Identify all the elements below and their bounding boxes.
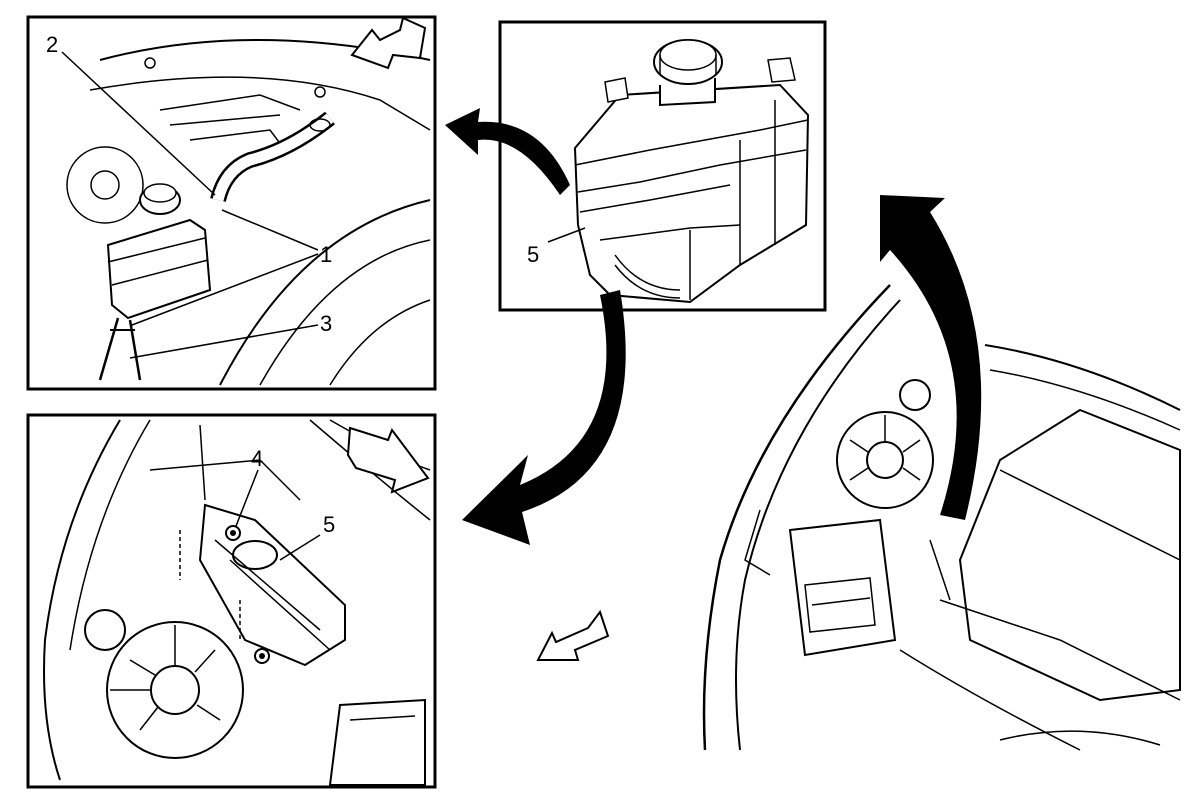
- direction-arrow-icon: [350, 16, 427, 70]
- curved-flow-arrow-icon: [880, 195, 982, 520]
- direction-arrow-icon: [346, 426, 430, 494]
- callout-2: 2: [46, 32, 58, 57]
- callout-5-top: 5: [527, 242, 539, 267]
- curved-flow-arrow-icon: [445, 108, 570, 195]
- curved-flow-arrow-icon: [462, 290, 626, 545]
- callout-1: 1: [320, 242, 332, 267]
- callout-5-bottom: 5: [323, 512, 335, 537]
- callout-4: 4: [251, 446, 263, 471]
- direction-arrow-icon: [536, 609, 610, 661]
- panel-reservoir-bolts: 4 5: [26, 413, 437, 789]
- panel-hose-disconnect: 2 1 3: [26, 15, 437, 391]
- panel-engine-overview: [536, 284, 1181, 751]
- callout-3: 3: [320, 311, 332, 336]
